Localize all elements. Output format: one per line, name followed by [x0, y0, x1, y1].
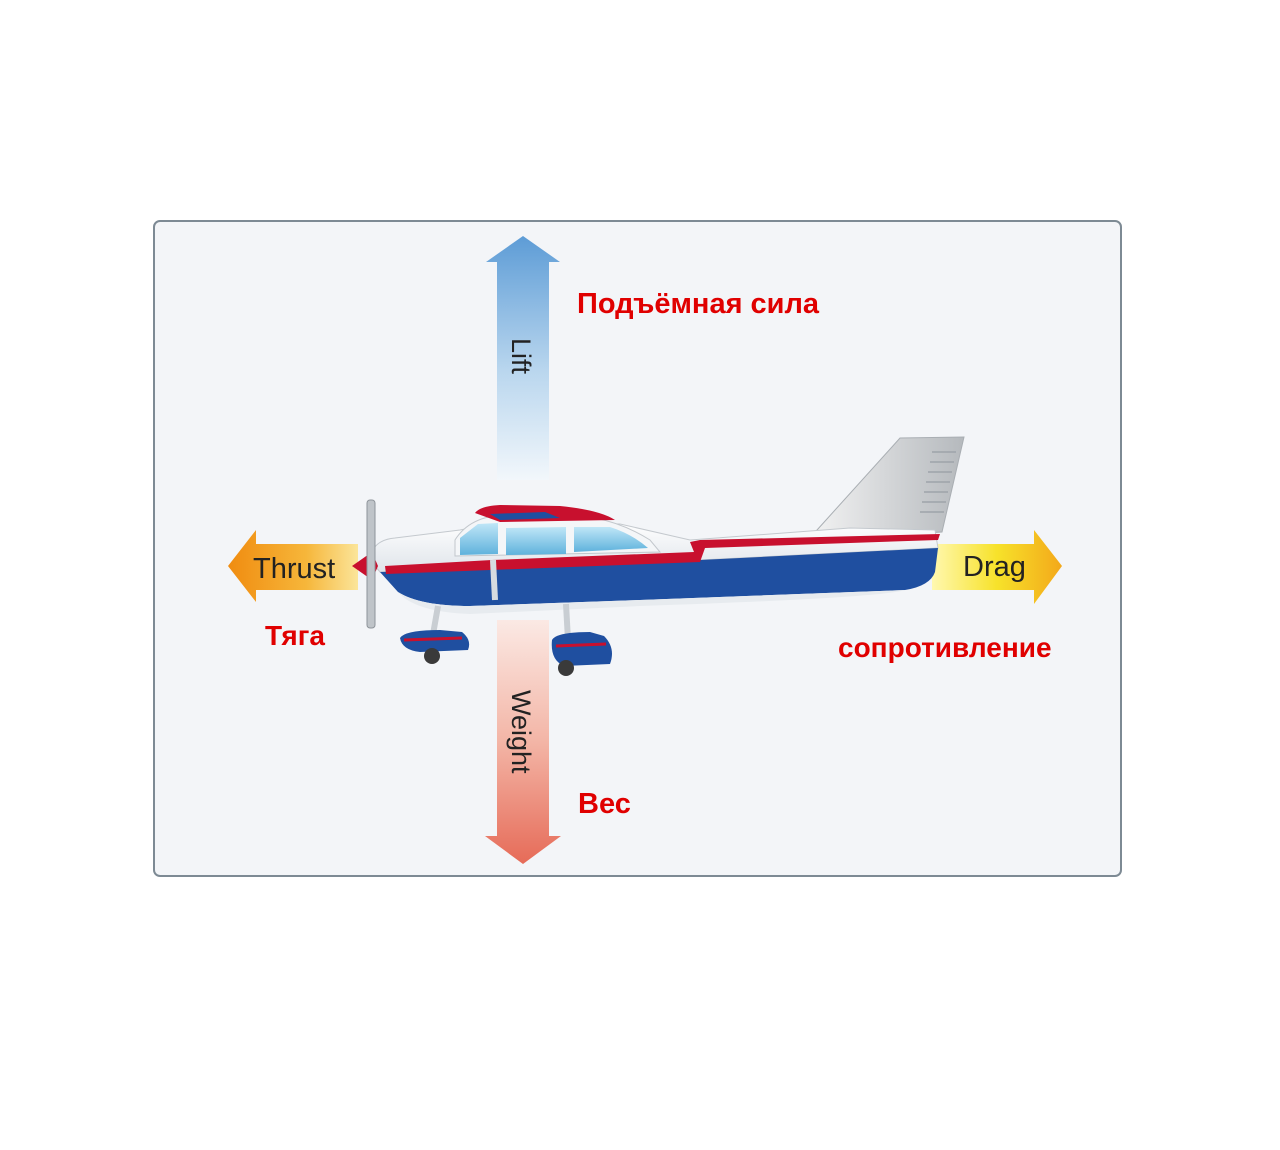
thrust-label: Thrust: [253, 553, 335, 585]
thrust-label-ru: Тяга: [265, 620, 325, 651]
weight-label-ru: Вес: [578, 788, 631, 820]
airplane-illustration: [352, 436, 965, 676]
lift-arrow: Lift: [486, 236, 560, 480]
drag-label: Drag: [963, 551, 1026, 583]
drag-arrow: Drag: [932, 530, 1062, 604]
thrust-arrow: Thrust: [228, 530, 358, 602]
lift-label-ru: Подъёмная сила: [577, 288, 820, 320]
drag-label-ru: сопротивление: [838, 632, 1052, 663]
lift-label: Lift: [506, 338, 536, 375]
weight-arrow: Weight: [485, 620, 561, 864]
weight-label: Weight: [506, 690, 536, 774]
